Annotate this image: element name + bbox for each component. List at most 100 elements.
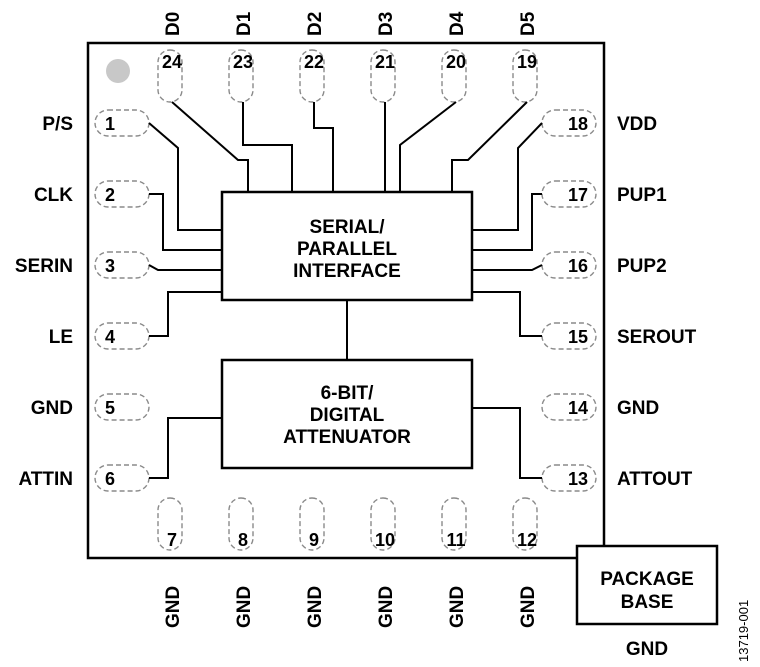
pad-23 [228, 49, 254, 103]
wire-pin16 [472, 264, 543, 271]
pin-number: 12 [517, 530, 537, 550]
pad-24 [157, 49, 183, 103]
pin-name: GND [234, 586, 255, 628]
pin-name: GND [518, 586, 539, 628]
pad-22 [299, 49, 325, 103]
pin-name: GND [376, 586, 397, 628]
attenuator-box [220, 358, 474, 470]
pin-name: ATTOUT [617, 469, 693, 490]
pad-2 [94, 180, 150, 208]
pin-name: ATTIN [18, 469, 73, 490]
wire-pin24 [171, 101, 249, 192]
pin-number: 1 [105, 114, 115, 134]
pin-number: 6 [105, 469, 115, 489]
wire-pin23 [242, 102, 293, 192]
pin-number: 15 [568, 327, 588, 347]
pin-number: 8 [238, 530, 248, 550]
pin-name: GND [447, 586, 468, 628]
package-outline [86, 41, 606, 560]
pad-5 [94, 393, 150, 421]
pad-6 [94, 464, 150, 492]
wire-pin17 [472, 193, 542, 251]
wire-pin1 [148, 122, 222, 231]
interface-label-line1: SERIAL/ [310, 217, 386, 238]
figure-id: 13719-001 [736, 600, 751, 662]
package-base-connection: GND [626, 639, 668, 660]
wire-pin3 [148, 264, 222, 271]
pin-name: P/S [42, 114, 73, 135]
wire-pin2 [149, 193, 222, 251]
pin-name: GND [617, 398, 659, 419]
pad-14 [541, 393, 597, 421]
wire-pin19 [451, 101, 528, 192]
pin-number: 24 [162, 52, 182, 72]
pin-number: 7 [167, 530, 177, 550]
pin-name: GND [163, 586, 184, 628]
pin-name: D2 [305, 12, 326, 36]
interface-box [220, 190, 474, 302]
attenuator-block: 6-BIT/ DIGITAL ATTENUATOR [220, 358, 474, 470]
interface-block: SERIAL/ PARALLEL INTERFACE [220, 190, 474, 302]
pad-3 [94, 251, 150, 279]
interface-label-line2: PARALLEL [297, 239, 397, 260]
pin-number: 16 [568, 256, 588, 276]
wire-pin15 [472, 291, 542, 337]
pad-10 [370, 497, 396, 551]
pin-number: 14 [568, 398, 588, 418]
wire-pin22 [313, 102, 334, 192]
pin-number: 13 [568, 469, 588, 489]
pin-name: D0 [163, 12, 184, 36]
wire-pin13 [472, 407, 542, 479]
pin-number: 18 [568, 114, 588, 134]
attenuator-label-line1: 6-BIT/ [321, 383, 375, 404]
pin-number: 10 [375, 530, 395, 550]
pin-number: 11 [446, 530, 465, 550]
pin-name: PUP1 [617, 185, 667, 206]
pad-1 [94, 109, 150, 137]
pin-number: 5 [105, 398, 115, 418]
pin-number: 4 [105, 327, 115, 347]
pad-8 [228, 497, 254, 551]
pin-number: 2 [105, 185, 115, 205]
pad-4 [94, 322, 150, 350]
pad-9 [299, 497, 325, 551]
pin-name: D4 [447, 11, 468, 36]
wire-pin20 [399, 101, 457, 192]
pin-name: SERIN [15, 256, 73, 277]
pin-name: PUP2 [617, 256, 667, 277]
pad-19 [512, 49, 538, 103]
pin-name: GND [305, 586, 326, 628]
wire-pin4 [149, 291, 222, 337]
wire-pin6 [149, 417, 222, 479]
pin-name: GND [31, 398, 73, 419]
pin-number: 22 [304, 52, 324, 72]
pin-name: LE [49, 327, 73, 348]
pin-name: VDD [617, 114, 657, 135]
package-base-box [575, 544, 719, 626]
package-base-label-line2: BASE [621, 592, 674, 613]
package-base: PACKAGE BASE GND [575, 544, 719, 660]
right-pins: 18 17 16 15 14 13 VDD PUP1 PUP2 SEROUT G… [541, 109, 697, 492]
pin-number: 9 [309, 530, 319, 550]
top-pins: 24 23 22 21 20 19 D0 D1 D2 D3 D4 D5 [157, 11, 539, 103]
pad-11 [441, 497, 467, 551]
pin1-marker-dot [106, 59, 130, 83]
package-base-label-line1: PACKAGE [600, 569, 694, 590]
attenuator-label-line2: DIGITAL [310, 405, 385, 426]
pad-20 [441, 49, 467, 103]
pin-number: 21 [375, 52, 395, 72]
pin-number: 19 [517, 52, 537, 72]
left-pins: 1 2 3 4 5 6 P/S CLK SERIN LE GND ATTIN [15, 109, 150, 492]
pin-number: 3 [105, 256, 115, 276]
wire-pin18 [472, 122, 543, 231]
internal-wiring [148, 101, 543, 479]
pin-number: 17 [568, 185, 588, 205]
pad-12 [512, 497, 538, 551]
pin-name: D3 [376, 12, 397, 36]
attenuator-label-line3: ATTENUATOR [283, 427, 411, 448]
bottom-pins: 7 8 9 10 11 12 GND GND GND GND GND GND [157, 497, 539, 628]
pad-7 [157, 497, 183, 551]
pin-name: SEROUT [617, 327, 697, 348]
pin-name: D5 [518, 11, 539, 36]
